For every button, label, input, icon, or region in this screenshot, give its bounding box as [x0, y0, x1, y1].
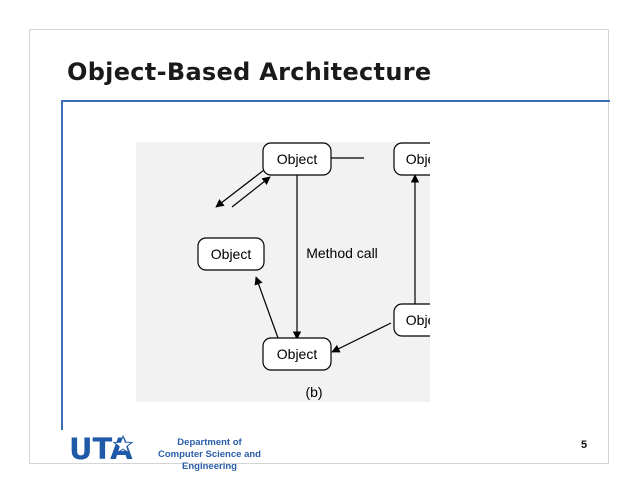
architecture-diagram: Object Object Object Method call Object …	[136, 142, 430, 402]
node-bottom: Object	[262, 337, 332, 371]
department-name: Department of Computer Science and Engin…	[137, 437, 282, 473]
page-number: 5	[581, 439, 588, 451]
title-underline	[61, 100, 610, 102]
arrow-bottom-to-left	[254, 276, 279, 339]
node-top-label: Object	[277, 151, 318, 167]
node-right-label: Object	[406, 312, 430, 328]
left-accent-line	[61, 100, 63, 430]
node-left-label: Object	[211, 246, 252, 262]
edge-label-method-call: Method call	[306, 245, 378, 261]
node-right: Object	[393, 303, 430, 337]
slide: Object-Based Architecture Object Object	[29, 29, 610, 472]
department-line-2: Computer Science and Engineering	[158, 449, 261, 472]
department-line-1: Department of	[177, 437, 242, 448]
node-top: Object	[262, 142, 332, 176]
diagram-caption: (b)	[305, 384, 322, 400]
uta-logo: UTA	[69, 432, 134, 465]
star-icon	[112, 434, 134, 454]
arrow-top-to-left	[215, 169, 265, 208]
node-left: Object	[197, 237, 265, 271]
node-top-right-label: Object	[406, 151, 430, 167]
node-top-right: Object	[393, 142, 430, 176]
arrow-left-to-top	[231, 176, 271, 208]
arrow-right-to-bottom	[331, 322, 392, 353]
node-bottom-label: Object	[277, 346, 318, 362]
slide-title: Object-Based Architecture	[67, 58, 432, 86]
